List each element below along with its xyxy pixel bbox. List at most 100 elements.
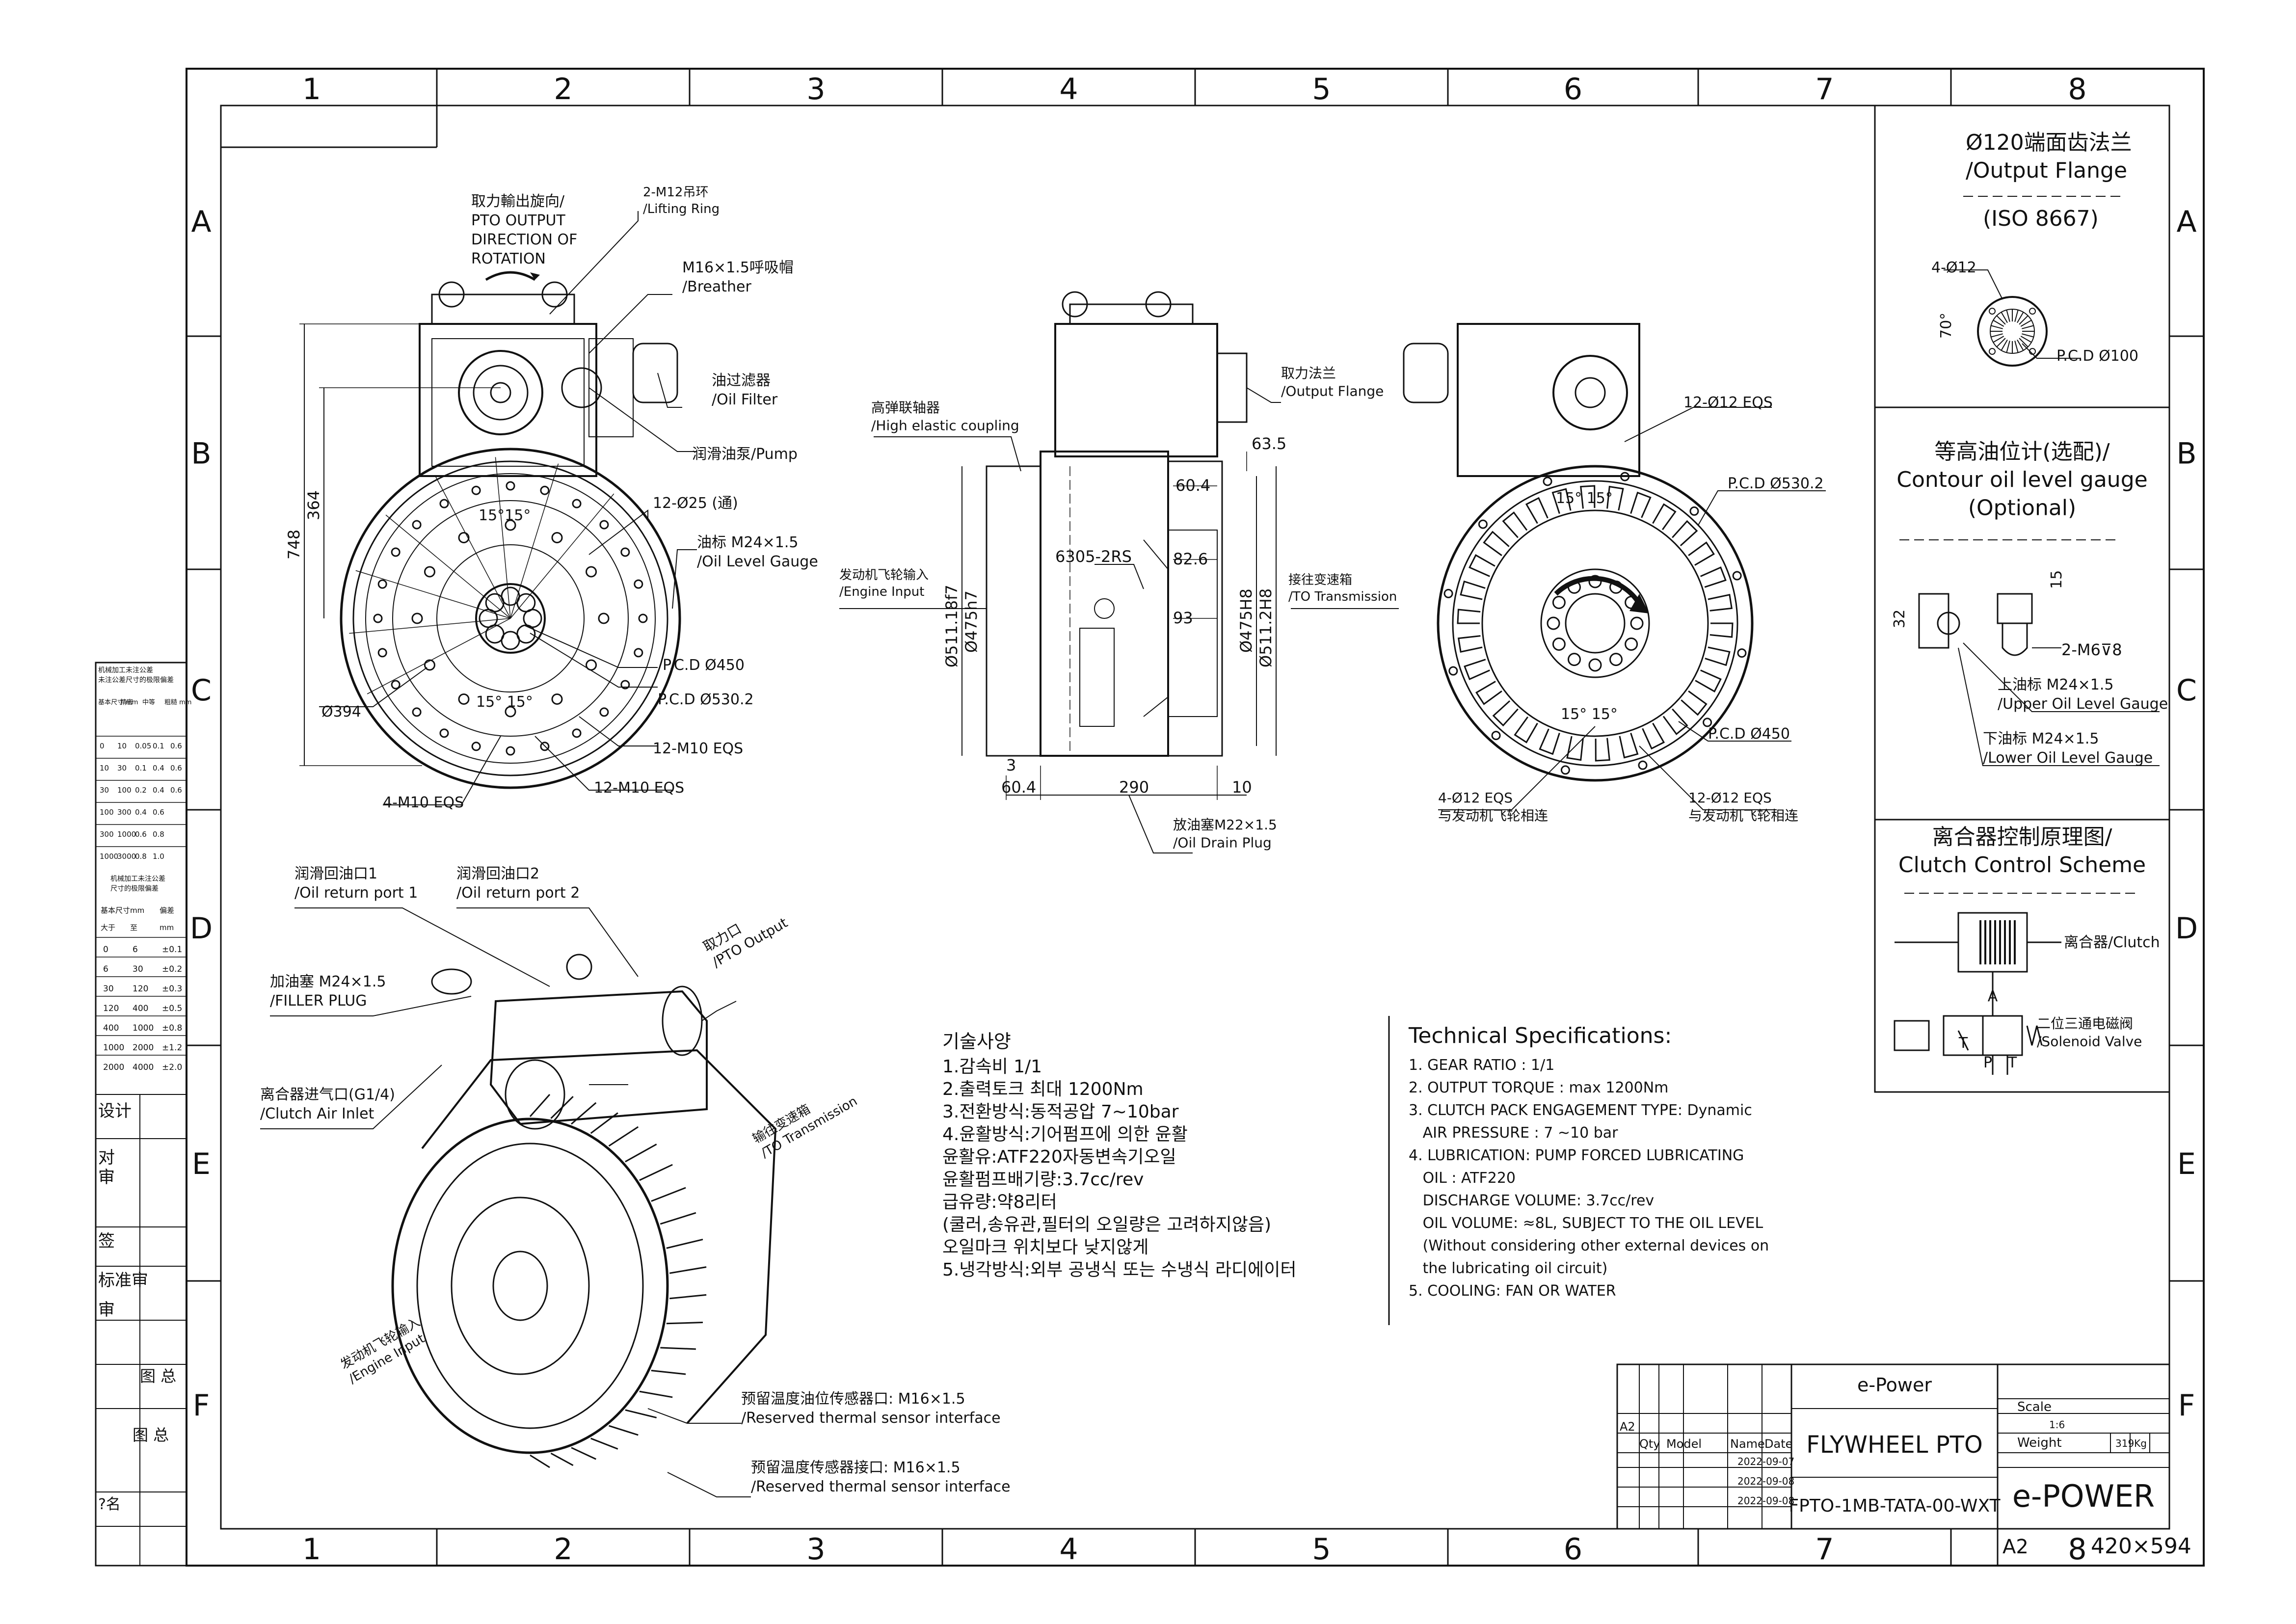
tolerance-cell: 0.4 <box>153 786 164 795</box>
rear-angle-top-label: 15° 15° <box>1556 490 1613 507</box>
angle-top-label: 15°15° <box>479 507 531 524</box>
grid-row-label: B <box>2176 437 2196 471</box>
flange-detail <box>1977 296 2048 367</box>
name-label: Name <box>1730 1437 1765 1451</box>
valve-port-label: T <box>2007 1054 2017 1071</box>
tolerance-and-sign-column <box>95 662 187 1567</box>
tolerance-cell: 3000 <box>117 852 136 861</box>
coupling-callout: 高弹联轴器/High elastic coupling <box>871 399 1019 433</box>
flange-holes-label: 4-Ø12 <box>1931 259 1976 276</box>
english-spec-line: OIL : ATF220 <box>1409 1170 1516 1187</box>
front-hub-spline <box>349 457 614 694</box>
tolerance-cell: 0.4 <box>153 764 164 772</box>
tolerance-header-2: 基本尺寸 <box>101 906 130 915</box>
grid-column-label: 1 <box>302 1532 321 1567</box>
rear-flywheel-outer <box>1437 465 1754 782</box>
tolerance-header-2: mm <box>130 906 144 915</box>
front-view <box>299 211 697 805</box>
grid-column-label: 4 <box>1059 1532 1078 1567</box>
tolerance-cell: 100 <box>117 786 132 795</box>
english-spec-line: (Without considering other external devi… <box>1409 1237 1769 1254</box>
english-spec-line: 2. OUTPUT TORQUE : max 1200Nm <box>1409 1079 1668 1096</box>
korean-specs-title: 기술사양 <box>942 1031 1011 1052</box>
grid-row-label: E <box>192 1147 211 1181</box>
sheet-size: 420×594 <box>2091 1534 2191 1559</box>
grid-row-label: F <box>2178 1389 2195 1423</box>
tolerance-cell: 0.6 <box>153 808 164 817</box>
sign-row-label: 签 <box>98 1231 115 1251</box>
english-spec-line: 5. COOLING: FAN OR WATER <box>1409 1282 1616 1300</box>
gauge-title: 等高油位计(选配)/Contour oil level gauge(Option… <box>1896 439 2147 520</box>
grid-row-label: D <box>2175 911 2198 946</box>
right-panel <box>1874 105 2170 1093</box>
tolerance-cell-2: ±0.2 <box>162 964 182 974</box>
isometric-view <box>260 907 777 1497</box>
grid-column-label: 2 <box>554 1532 572 1567</box>
english-spec-line: 4. LUBRICATION: PUMP FORCED LUBRICATING <box>1409 1147 1744 1164</box>
tolerance-cell-2: 1000 <box>103 1043 124 1053</box>
tolerance-cell: 0.4 <box>135 808 147 817</box>
scale-label: Scale <box>2017 1400 2052 1414</box>
tolerance-cell: 0.6 <box>170 742 182 750</box>
grid-row-label: B <box>191 437 211 471</box>
side-coupling <box>986 465 1041 757</box>
sensor-2-callout: 预留温度传感器接口: M16×1.5/Reserved thermal sens… <box>751 1459 1011 1495</box>
gauge-thread-label: 2-M6⊽8 <box>2061 640 2122 659</box>
oil-return-2-callout: 润滑回油口2/Oil return port 2 <box>456 865 580 902</box>
tolerance-cell: 0.8 <box>135 852 147 861</box>
tolerance-header: 中等 <box>142 698 155 706</box>
height-total-dim: 748 <box>285 530 303 559</box>
grid-column-label: 4 <box>1059 72 1078 106</box>
dim-82-6: 82.6 <box>1173 550 1208 568</box>
date-label: Date <box>1764 1437 1792 1451</box>
tolerance-cell-2: ±0.3 <box>162 984 182 994</box>
korean-spec-line: 5.냉각방식:외부 공냉식 또는 수냉식 라디에이터 <box>942 1260 1297 1280</box>
tolerance-cell: 10 <box>100 764 109 772</box>
title-block <box>1616 1363 2170 1566</box>
weight-label: Weight <box>2017 1436 2062 1450</box>
m10-c-label: 4-M10 EQS <box>383 794 464 811</box>
qty-label: Qty <box>1639 1437 1660 1451</box>
date-value: 2022-09-08 <box>1737 1495 1794 1507</box>
company-logo: e-POWER <box>2012 1478 2155 1514</box>
dim-93: 93 <box>1173 609 1193 627</box>
pump-callout: 润滑油泵/Pump <box>692 446 798 463</box>
tolerance-cell-2: 2000 <box>133 1043 154 1053</box>
ming-label: ?名 <box>98 1496 121 1513</box>
to-transmission-callout: 接往变速箱/TO Transmission <box>1288 573 1397 604</box>
front-flywheel-outer <box>340 448 681 789</box>
dim-290: 290 <box>1119 778 1149 797</box>
drawing-number: FPTO-1MB-TATA-00-WXT <box>1789 1496 2001 1516</box>
tolerance-cell: 1000 <box>117 830 136 839</box>
date-value: 2022-09-08 <box>1737 1475 1794 1487</box>
company-name: e-Power <box>1857 1374 1932 1396</box>
korean-spec-line: 2.출력토크 최대 1200Nm <box>942 1079 1144 1099</box>
tolerance-cell: 0.05 <box>135 742 151 750</box>
tu-zong-1: 图 总 <box>140 1367 176 1385</box>
tolerance-title-3: 机械加工未注公差 <box>110 875 165 883</box>
tolerance-cell-2: 2000 <box>103 1063 124 1072</box>
rear-pcd-530-label: P.C.D Ø530.2 <box>1728 475 1824 492</box>
dim-475-H8: Ø475H8 <box>1237 588 1255 653</box>
lifting-ring-callout: 2-M12吊环/Lifting Ring <box>643 185 720 216</box>
sign-row-label: 标准审 <box>98 1271 148 1290</box>
front-output-flange <box>458 350 543 435</box>
grid-row-label: D <box>190 911 213 946</box>
korean-spec-line: 윤활유:ATF220자동변속기오일 <box>942 1147 1176 1167</box>
grid-row-label: A <box>191 205 211 239</box>
korean-spec-line: (쿨러,송유관,필터의 오일량은 고려하지않음) <box>942 1215 1271 1235</box>
tolerance-header-2b: 大于 <box>101 923 115 932</box>
upper-gauge-callout: 上油标 M24×1.5/Upper Oil Level Gauge <box>1998 676 2168 713</box>
grid-column-label: 6 <box>1564 1532 1582 1567</box>
iso-flywheel <box>391 1118 669 1454</box>
oil-level-gauge-callout: 油标 M24×1.5/Oil Level Gauge <box>697 534 818 570</box>
tolerance-cell: 10 <box>117 742 127 750</box>
clutch-title: 离合器控制原理图/Clutch Control Scheme <box>1898 825 2146 878</box>
tolerance-cell: 1000 <box>100 852 118 861</box>
grid-row-label: E <box>2177 1147 2196 1181</box>
oil-return-1-callout: 润滑回油口1/Oil return port 1 <box>294 865 418 902</box>
tolerance-cell-2: 0 <box>103 945 108 955</box>
